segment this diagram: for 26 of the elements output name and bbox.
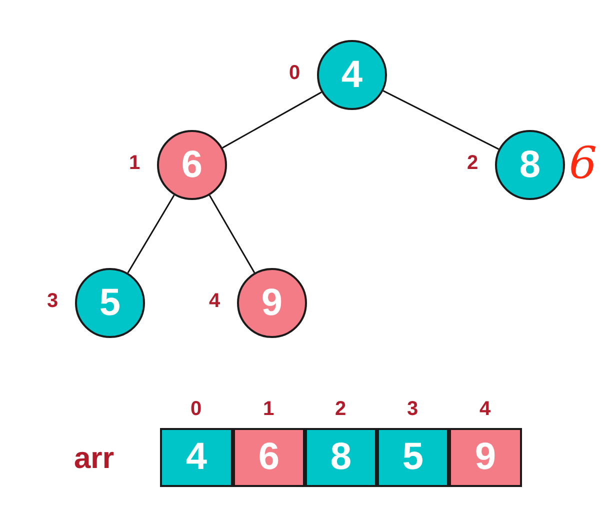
- tree-node-circle: 5: [75, 268, 145, 338]
- tree-node-circle: 4: [317, 40, 387, 110]
- index-label: 2: [335, 398, 346, 421]
- index-label: 4: [480, 398, 491, 421]
- array-cell: 9: [449, 428, 522, 487]
- array-name-label: arr: [74, 442, 114, 476]
- index-label: 4: [209, 290, 220, 313]
- tree-node-circle: 6: [157, 130, 227, 200]
- index-label: 2: [467, 152, 478, 175]
- tree-edge: [222, 92, 322, 148]
- tree-node-circle: 9: [237, 268, 307, 338]
- array-cell: 5: [377, 428, 449, 487]
- index-label: 3: [47, 290, 58, 313]
- tree-edge: [382, 90, 500, 150]
- index-label: 3: [407, 398, 418, 421]
- index-label: 0: [289, 62, 300, 85]
- tree-node-circle: 8: [495, 130, 565, 200]
- tree-edge: [208, 194, 256, 274]
- array-cell: 6: [233, 428, 305, 487]
- index-label: 1: [263, 398, 274, 421]
- tree-edge: [127, 194, 175, 274]
- index-label: 1: [129, 152, 140, 175]
- index-label: 0: [190, 398, 202, 421]
- array-cell: 4: [160, 428, 233, 487]
- array-cell: 8: [305, 428, 377, 487]
- handwritten-annotation: 6: [569, 138, 597, 189]
